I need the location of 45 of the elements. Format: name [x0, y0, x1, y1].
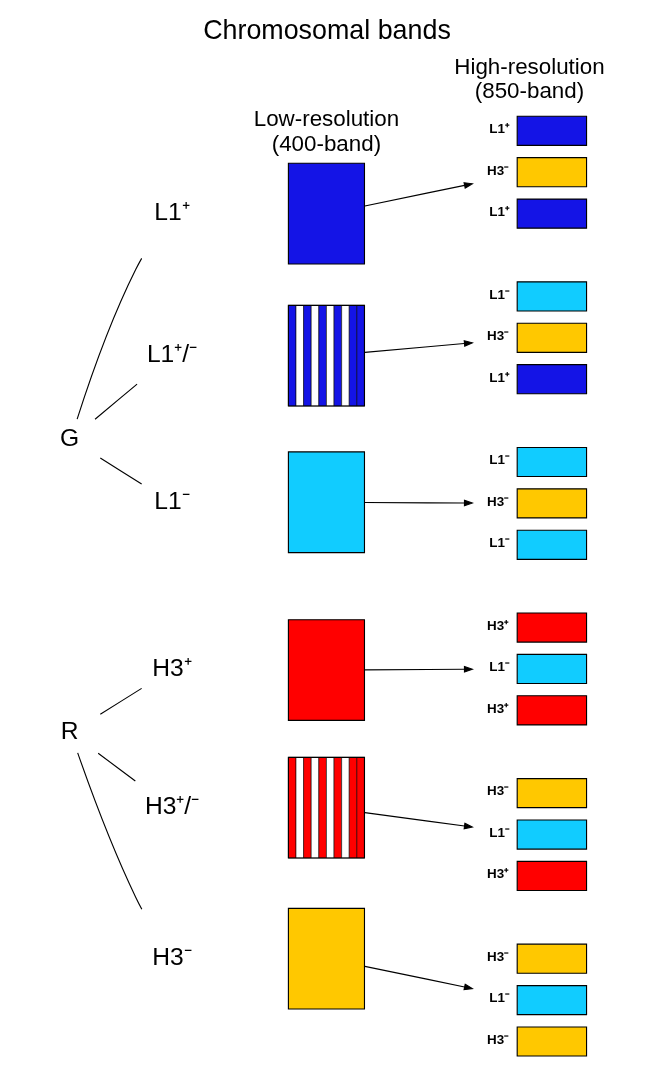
- node-label: L1⁺: [489, 121, 510, 137]
- node-label: H3⁻: [486, 328, 510, 344]
- node-label: H3⁻: [486, 949, 510, 965]
- node-label: L1⁻: [489, 659, 510, 675]
- node-label: L1⁻: [489, 452, 510, 468]
- node-label: H3⁺: [486, 617, 510, 633]
- node-label: H3⁻: [486, 162, 510, 178]
- node-box: [287, 451, 366, 554]
- diagram-title: Chromosomal bands: [203, 15, 451, 46]
- connector: [94, 383, 138, 420]
- node-text: G: [60, 423, 80, 451]
- node-label: L1⁻: [489, 535, 510, 551]
- node-text: L1⁻: [154, 486, 190, 514]
- arrow: [364, 340, 474, 353]
- label: High-resolution (850-band): [454, 53, 605, 104]
- node-box: [287, 907, 366, 1010]
- node-label: H3⁻: [486, 783, 510, 799]
- connector: [97, 752, 136, 782]
- node-box: [287, 619, 366, 721]
- arrow: [364, 182, 474, 207]
- node-text: H3⁺/⁻: [144, 791, 200, 819]
- connector: [99, 457, 143, 485]
- label: Low-resolution (400-band): [253, 106, 400, 156]
- node-label: L1⁺: [489, 369, 510, 385]
- node-label: H3⁻: [486, 1031, 510, 1047]
- node-label: L1⁻: [489, 824, 510, 840]
- connector: [77, 752, 143, 910]
- arrow: [364, 965, 474, 991]
- node-label: L1⁻: [489, 990, 510, 1006]
- arrow: [364, 812, 474, 830]
- node-text: L1⁺/⁻: [146, 339, 198, 367]
- node-label: L1⁺: [489, 203, 510, 219]
- node-label: H3⁻: [486, 493, 510, 509]
- node-text: R: [60, 716, 79, 744]
- node-box: [287, 162, 366, 265]
- node-label: L1⁻: [489, 286, 510, 302]
- node-label: H3⁺: [486, 700, 510, 716]
- node-text: H3⁺: [152, 654, 192, 682]
- node-text: H3⁻: [152, 942, 192, 970]
- node-label: H3⁺: [486, 866, 510, 882]
- connector: [76, 257, 143, 420]
- node-text: L1⁺: [154, 197, 190, 225]
- connector: [99, 687, 143, 715]
- arrow: [364, 499, 474, 507]
- arrow: [364, 665, 474, 673]
